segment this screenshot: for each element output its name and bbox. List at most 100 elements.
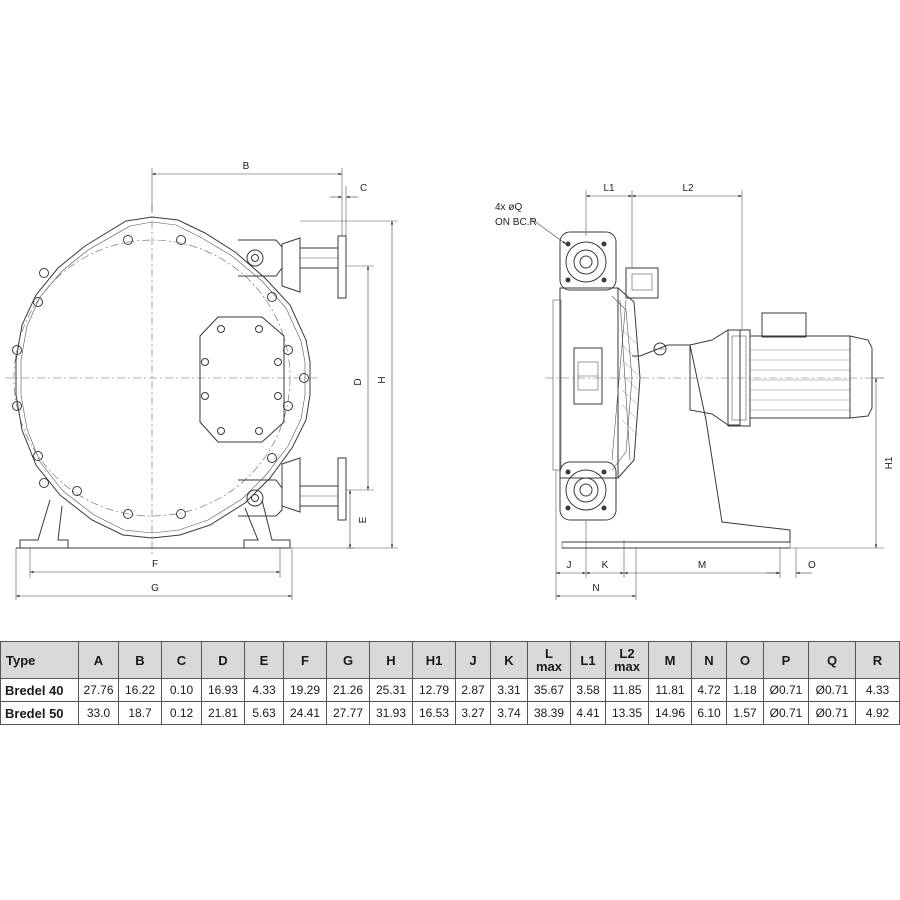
column-header-label: L1 <box>580 652 596 668</box>
table-cell: 24.41 <box>283 701 327 725</box>
label-k: K <box>602 560 609 571</box>
column-header-label: L2 <box>619 646 635 661</box>
column-header-label: J <box>469 652 477 668</box>
table-cell: 11.81 <box>648 678 692 702</box>
table-cell: 3.31 <box>490 678 528 702</box>
label-f: F <box>152 559 158 570</box>
column-header-label: K <box>504 652 514 668</box>
column-header-f: F <box>283 641 327 679</box>
side-dimensions: 4x øQ ON BC.R L1 L2 H1 J K M <box>495 183 895 600</box>
column-header-label: B <box>135 652 145 668</box>
column-header-label: Type <box>6 652 36 668</box>
column-header-n: N <box>691 641 727 679</box>
row-type-cell: Bredel 40 <box>0 678 79 702</box>
column-header-p: P <box>763 641 809 679</box>
column-header-label: H <box>386 652 396 668</box>
table-cell: 0.12 <box>161 701 202 725</box>
column-header-a: A <box>78 641 119 679</box>
table-cell: 38.39 <box>527 701 571 725</box>
column-header-type: Type <box>0 641 79 679</box>
table-cell: 5.63 <box>244 701 284 725</box>
label-j: J <box>567 560 572 571</box>
table-cell: 4.41 <box>570 701 606 725</box>
side-view <box>545 231 882 549</box>
column-header-label: C <box>176 652 187 668</box>
column-header-label: R <box>872 652 883 668</box>
column-header-j: J <box>455 641 491 679</box>
note-line-2: ON BC.R <box>495 217 537 228</box>
table-cell: 12.79 <box>412 678 456 702</box>
table-cell: 13.35 <box>605 701 649 725</box>
table-cell: 16.93 <box>201 678 245 702</box>
column-header-e: E <box>244 641 284 679</box>
column-header-label: G <box>342 652 354 668</box>
column-header-label: M <box>664 652 676 668</box>
table-cell: 4.92 <box>855 701 900 725</box>
table-cell: 3.74 <box>490 701 528 725</box>
column-header-sublabel: max <box>535 659 563 674</box>
note-line-1: 4x øQ <box>495 202 522 213</box>
table-cell: 16.22 <box>118 678 162 702</box>
column-header-label: P <box>781 652 791 668</box>
column-header-r: R <box>855 641 900 679</box>
column-header-label: D <box>218 652 228 668</box>
table-cell: 3.58 <box>570 678 606 702</box>
table-cell: 33.0 <box>78 701 119 725</box>
column-header-g: G <box>326 641 370 679</box>
table-cell: 4.72 <box>691 678 727 702</box>
label-l1: L1 <box>603 183 615 194</box>
column-header-o: O <box>726 641 764 679</box>
label-o: O <box>808 560 816 571</box>
row-type-cell: Bredel 50 <box>0 701 79 725</box>
table-cell: Ø0.71 <box>808 678 856 702</box>
label-b: B <box>243 161 250 172</box>
column-header-l1: L1 <box>570 641 606 679</box>
column-header-m: M <box>648 641 692 679</box>
column-header-d: D <box>201 641 245 679</box>
table-cell: Ø0.71 <box>763 701 809 725</box>
table-cell: 35.67 <box>527 678 571 702</box>
label-m: M <box>698 560 706 571</box>
column-header-label: N <box>704 652 714 668</box>
label-h: H <box>377 376 388 383</box>
technical-drawing: B C D H E F G <box>5 161 895 600</box>
table-cell: 4.33 <box>855 678 900 702</box>
table-cell: 16.53 <box>412 701 456 725</box>
table-cell: 31.93 <box>369 701 413 725</box>
table-cell: 1.57 <box>726 701 764 725</box>
label-g: G <box>151 583 159 594</box>
table-cell: 2.87 <box>455 678 491 702</box>
table-cell: 6.10 <box>691 701 727 725</box>
column-header-label: F <box>301 652 309 668</box>
column-header-k: K <box>490 641 528 679</box>
table-cell: 3.27 <box>455 701 491 725</box>
column-header-label: H1 <box>425 652 443 668</box>
table-cell: 14.96 <box>648 701 692 725</box>
table-cell: 25.31 <box>369 678 413 702</box>
column-header-c: C <box>161 641 202 679</box>
front-dimensions: B C D H E F G <box>15 161 398 600</box>
column-header-label: Q <box>826 652 838 668</box>
table-cell: 18.7 <box>118 701 162 725</box>
column-header-h: H <box>369 641 413 679</box>
column-header-sublabel: max <box>613 659 641 674</box>
table-cell: 19.29 <box>283 678 327 702</box>
label-e: E <box>358 516 369 523</box>
table-cell: 27.76 <box>78 678 119 702</box>
table-cell: 21.81 <box>201 701 245 725</box>
table-cell: 21.26 <box>326 678 370 702</box>
column-header-label: A <box>93 652 104 668</box>
label-d: D <box>353 378 364 385</box>
table-cell: 11.85 <box>605 678 649 702</box>
label-c: C <box>360 183 367 194</box>
front-view <box>5 205 347 555</box>
table-cell: 1.18 <box>726 678 764 702</box>
label-h1: H1 <box>884 456 895 469</box>
